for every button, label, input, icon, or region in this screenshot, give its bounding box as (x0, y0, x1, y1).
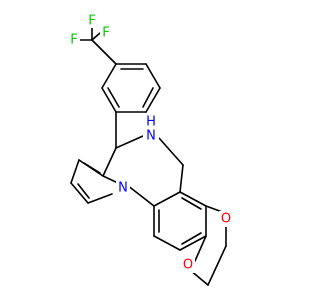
bond-cf3-to-ring (91, 39, 117, 65)
o-upper-background (219, 211, 233, 227)
f-right-background (100, 26, 112, 40)
bond-pyrrole-4 (70, 159, 80, 184)
bond-arene-double-c (181, 197, 202, 210)
bond-pyrrole-1 (102, 175, 119, 184)
bond-ch2-to-arene (179, 164, 184, 193)
pyrrole-nitrogen-atom: N (118, 181, 128, 196)
bond-benzene-double-b (142, 87, 154, 108)
bond-cf3-c-f-right (91, 32, 101, 41)
pyrrole-n-background (116, 180, 130, 196)
bond-pyrrole-3 (70, 182, 89, 204)
bond-nh-to-ch2 (158, 137, 184, 166)
amine-nitrogen-atom: N (146, 129, 156, 144)
bond-ch-to-pyrrole-c (102, 147, 117, 177)
oxygen-atom-lower: O (183, 258, 193, 273)
bond-arene-6 (179, 191, 207, 207)
amine-hydrogen-atom: H (146, 115, 156, 130)
canvas-background (0, 0, 300, 300)
fluorine-atom-left: F (70, 33, 77, 48)
bond-arene-1 (153, 191, 181, 207)
bond-ch-to-nh (115, 135, 144, 149)
oxygen-atom-upper: O (221, 212, 231, 227)
bond-arene-4 (179, 235, 207, 251)
bond-benzene-2 (145, 63, 161, 89)
bond-pyrrole-n-to-arene (126, 184, 155, 207)
atom-label-layer: F F F N H N O O (68, 14, 233, 273)
chemical-structure: F F F N H N O O (0, 0, 300, 300)
bond-pyrrole-double-b (83, 162, 101, 174)
bond-pyrrole-double-a (77, 183, 90, 199)
f-left-background (68, 33, 80, 47)
bond-benzene-6 (101, 63, 117, 89)
bond-pyrrole-2 (87, 193, 113, 204)
bond-benzene-3 (145, 87, 161, 113)
bond-arene-3 (153, 235, 181, 251)
bond-arene-double-b (181, 232, 202, 245)
fluorine-atom-top: F (88, 14, 95, 29)
bond-dioxole-o-lower (194, 235, 207, 262)
o-lower-background (181, 257, 195, 273)
bond-benzene-double-c (107, 87, 120, 108)
nh-background (143, 128, 159, 144)
bond-benzene-5 (101, 87, 117, 113)
fluorine-atom-right: F (102, 26, 109, 41)
bond-dioxole-ch2-upper (207, 245, 227, 286)
f-top-background (86, 14, 98, 28)
